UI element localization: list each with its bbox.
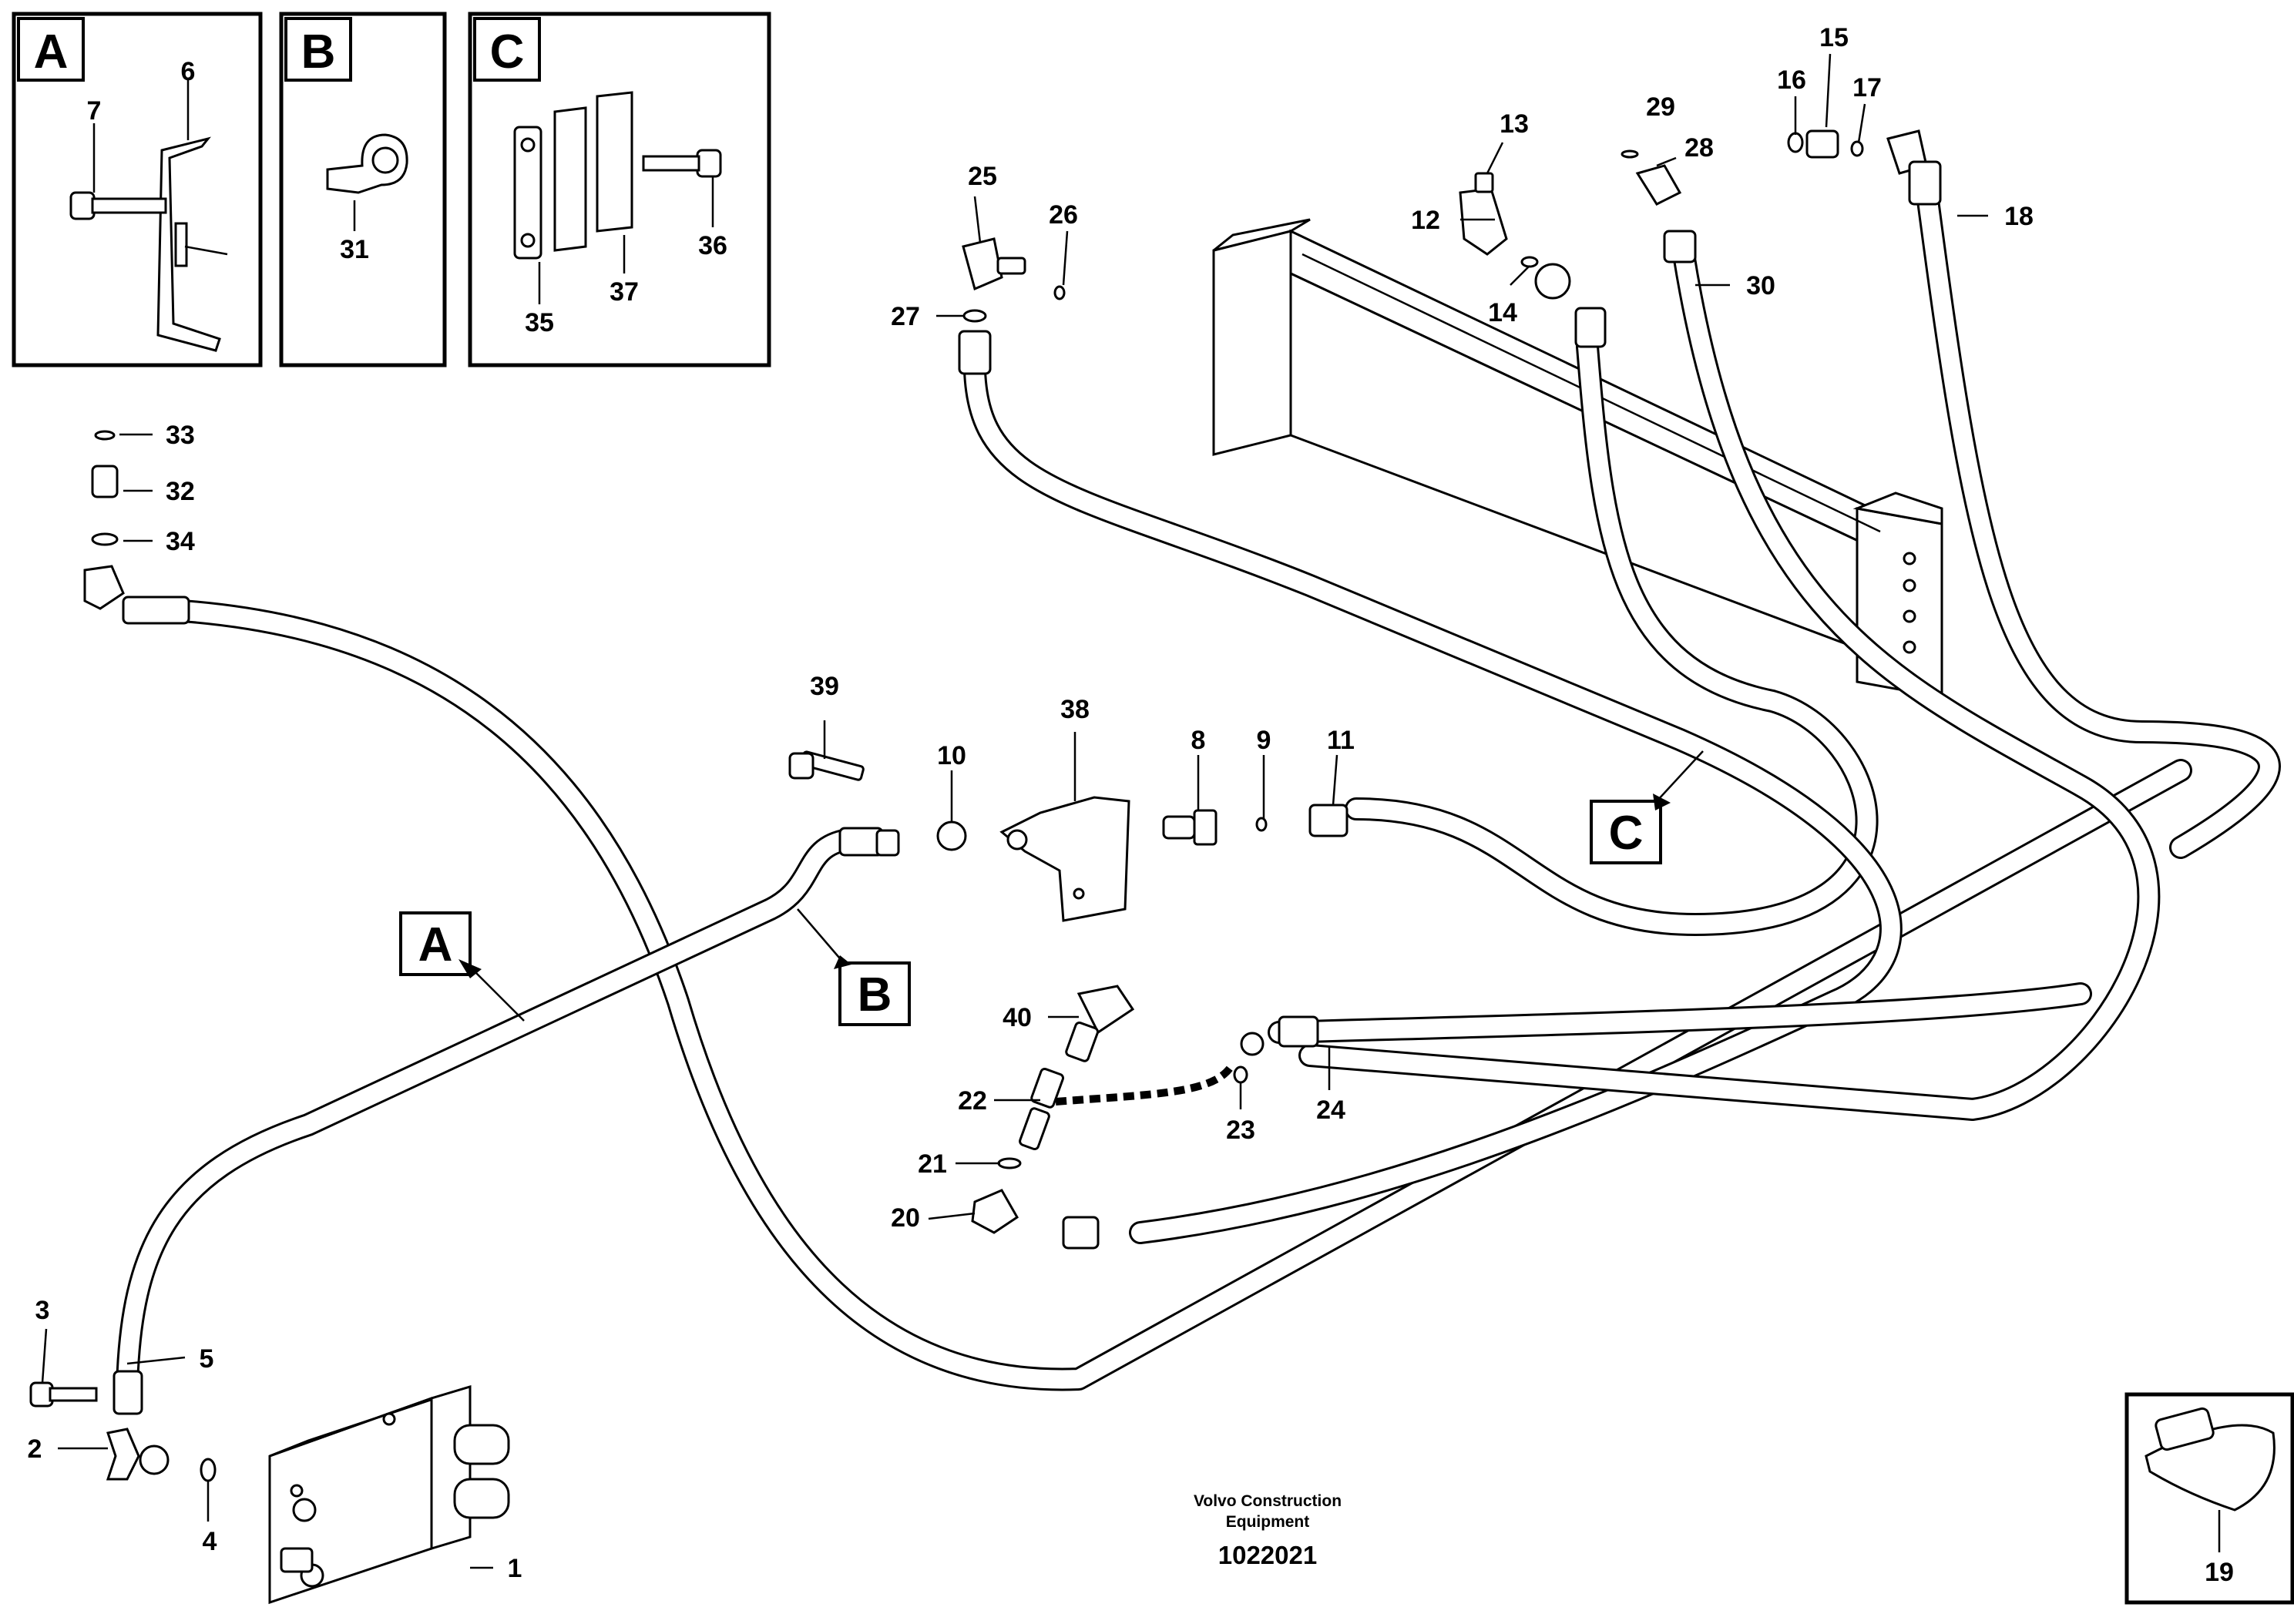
footer-company-line2: Equipment xyxy=(1226,1513,1310,1531)
part-label-29: 29 xyxy=(1646,92,1675,122)
part-label-13: 13 xyxy=(1500,109,1529,139)
footer-company-line1: Volvo Construction xyxy=(1194,1492,1342,1510)
components xyxy=(29,129,2276,1605)
callout-c: C xyxy=(1590,750,1704,864)
part-label-25: 25 xyxy=(968,162,997,191)
part-label-14: 14 xyxy=(1488,298,1517,327)
part-label-36: 36 xyxy=(698,231,727,260)
detail-box-b-label: B xyxy=(301,25,336,79)
part-label-39: 39 xyxy=(810,672,839,701)
part-label-8: 8 xyxy=(1191,726,1206,755)
detail-box-c-label: C xyxy=(490,25,525,79)
part-label-23: 23 xyxy=(1226,1116,1255,1145)
part-label-30: 30 xyxy=(1746,271,1775,300)
part-label-40: 40 xyxy=(1003,1003,1032,1032)
callout-a: A xyxy=(399,911,525,1022)
part-label-34: 34 xyxy=(166,527,195,556)
part-label-31: 31 xyxy=(340,235,369,264)
part-label-37: 37 xyxy=(610,277,639,307)
detail-box-a: A xyxy=(12,12,263,367)
part-label-24: 24 xyxy=(1316,1096,1345,1125)
part-label-4: 4 xyxy=(203,1527,217,1556)
callout-b-label: B xyxy=(858,968,892,1022)
detail-box-b: B xyxy=(279,12,447,367)
part-label-22: 22 xyxy=(958,1086,987,1116)
part-label-26: 26 xyxy=(1049,200,1078,230)
part-label-1: 1 xyxy=(508,1554,522,1583)
drawing-number: 1022021 xyxy=(1218,1541,1317,1569)
part-label-16: 16 xyxy=(1777,65,1806,95)
part-labels: 6 7 31 35 37 36 33 32 34 25 26 27 12 13 … xyxy=(28,23,2234,1587)
leader-lines xyxy=(41,53,2221,1569)
part-label-27: 27 xyxy=(891,302,920,331)
part-label-12: 12 xyxy=(1411,206,1440,235)
detail-box-a-label: A xyxy=(34,25,69,79)
detail-box-19 xyxy=(2124,1392,2294,1605)
part-label-28: 28 xyxy=(1684,133,1714,163)
part-label-9: 9 xyxy=(1257,726,1271,755)
hoses xyxy=(116,177,2281,1398)
part-label-19: 19 xyxy=(2205,1558,2234,1587)
part-label-11: 11 xyxy=(1327,726,1355,755)
part-label-18: 18 xyxy=(2004,202,2034,231)
part-label-20: 20 xyxy=(891,1203,920,1233)
part-label-10: 10 xyxy=(937,741,966,770)
callout-b: B xyxy=(797,908,911,1026)
part-label-17: 17 xyxy=(1852,73,1882,102)
part-label-7: 7 xyxy=(87,96,102,126)
part-label-3: 3 xyxy=(35,1296,50,1325)
detail-box-c: C xyxy=(468,12,771,367)
part-label-6: 6 xyxy=(181,57,196,86)
part-label-35: 35 xyxy=(525,308,554,337)
part-label-15: 15 xyxy=(1819,23,1849,52)
footer: Volvo Construction Equipment 1022021 xyxy=(1194,1492,1342,1569)
part-label-32: 32 xyxy=(166,477,195,506)
callout-c-label: C xyxy=(1609,807,1644,860)
part-label-38: 38 xyxy=(1060,695,1090,724)
part-label-2: 2 xyxy=(28,1434,42,1464)
part-label-33: 33 xyxy=(166,421,195,450)
callout-a-label: A xyxy=(418,918,453,971)
part-label-5: 5 xyxy=(200,1344,214,1374)
part-label-21: 21 xyxy=(918,1149,947,1179)
